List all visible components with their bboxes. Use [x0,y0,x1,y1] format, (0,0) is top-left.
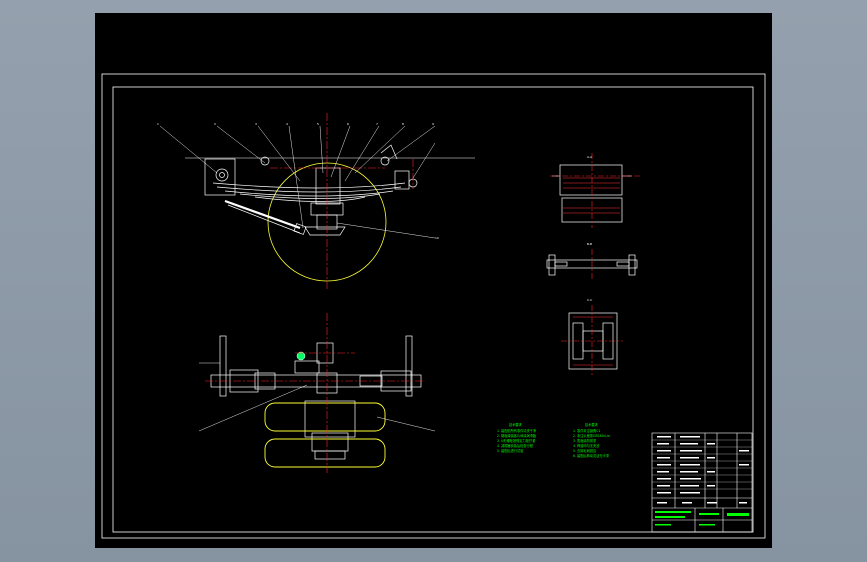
svg-text:3. 表面涂防锈漆: 3. 表面涂防锈漆 [573,438,597,443]
section-b-view [546,254,638,276]
svg-text:5. 去除毛刺锐边: 5. 去除毛刺锐边 [573,448,597,453]
svg-text:3. U形螺栓按规定力矩拧紧: 3. U形螺栓按规定力矩拧紧 [497,438,535,443]
track-pads [264,402,386,468]
balloon-9: 9 [432,122,434,126]
outer-frame [101,73,766,539]
tech-notes-right: 技术要求 1. 零件未注倒角C1 2. 未注公差按GB1804-m 3. 表面涂… [573,422,610,458]
svg-text:技术要求: 技术要求 [585,422,599,427]
tech-notes-left: 技术要求 1. 装配前所有零件清洗干净 2. 钢板弹簧各片间涂润滑脂 3. U形… [497,422,537,453]
title-block [651,432,753,533]
inner-frame [112,86,754,533]
balloon-3: 3 [255,122,257,126]
balloon-7: 7 [376,122,378,126]
title-block-entries [657,436,749,504]
balloon-4: 4 [286,122,288,126]
svg-text:4. 减振器安装后检查行程: 4. 减振器安装后检查行程 [497,443,534,448]
section-a-label: A-A [587,155,593,159]
balloon-5: 5 [317,122,319,126]
svg-text:2. 钢板弹簧各片间涂润滑脂: 2. 钢板弹簧各片间涂润滑脂 [497,433,537,438]
highlight-node [296,351,306,361]
svg-text:4. 焊缝均匀无夹渣: 4. 焊缝均匀无夹渣 [573,443,600,448]
balloon-2: 2 [214,122,216,126]
svg-text:5. 装配后进行试验: 5. 装配后进行试验 [497,448,524,453]
balloon-10: 10 [435,236,439,240]
svg-text:1. 零件未注倒角C1: 1. 零件未注倒角C1 [573,428,600,433]
section-b-label: B-B [587,242,592,246]
balloon-6: 6 [347,122,349,126]
balloon-8: 8 [402,122,404,126]
title-block-rows [652,439,752,490]
svg-text:技术要求: 技术要求 [509,422,523,427]
drawing-sheet: 1 2 3 4 5 6 7 8 9 10 [95,13,772,548]
title-block-green [655,511,749,526]
balloon-1: 1 [157,122,159,126]
svg-text:6. 装配后转动灵活无卡滞: 6. 装配后转动灵活无卡滞 [573,453,610,458]
leader-lines [159,125,436,239]
front-view [185,144,475,282]
svg-text:2. 未注公差按GB1804-m: 2. 未注公差按GB1804-m [573,433,610,438]
top-view [210,335,422,460]
svg-text:1. 装配前所有零件清洗干净: 1. 装配前所有零件清洗干净 [497,428,537,433]
section-c-label: C-C [587,298,592,302]
cad-drawing: 1 2 3 4 5 6 7 8 9 10 [101,73,766,539]
